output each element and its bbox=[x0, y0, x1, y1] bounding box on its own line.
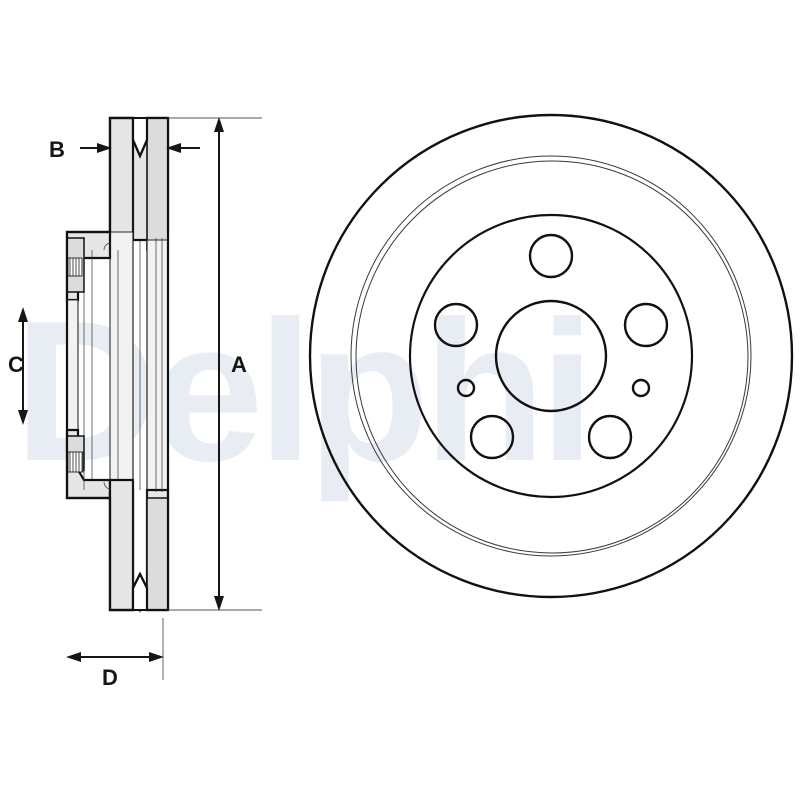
section-pin-hatch bbox=[67, 451, 84, 473]
bolt-hole bbox=[469, 414, 515, 460]
dimension-a-arrow-top bbox=[214, 117, 224, 132]
dimension-b-arrow-right bbox=[166, 143, 181, 153]
hub-flange-circle bbox=[408, 213, 694, 499]
dimension-c-arrow-top bbox=[18, 307, 28, 322]
section-upper-inboard-plate bbox=[146, 117, 169, 251]
center-bore bbox=[494, 299, 608, 413]
friction-band-outer-ring bbox=[350, 155, 752, 557]
locating-pin-hole bbox=[631, 378, 651, 398]
bolt-hole bbox=[528, 233, 574, 279]
section-lower-inner-column bbox=[146, 497, 169, 611]
section-outer-face-band bbox=[109, 231, 134, 499]
cross-section-view bbox=[65, 116, 170, 613]
locating-pin-hole bbox=[456, 378, 476, 398]
dimension-d-arrow-right bbox=[149, 652, 164, 662]
section-lower-outer-column bbox=[108, 478, 135, 612]
section-corner-radius-lower bbox=[103, 481, 112, 490]
section-corner-radius-upper bbox=[103, 242, 112, 251]
section-inner-face-band bbox=[146, 239, 169, 499]
disc-outer-edge bbox=[308, 113, 794, 599]
watermark-text: Delphi bbox=[14, 280, 589, 503]
section-pin-hatch-upper bbox=[67, 257, 83, 277]
dimension-d: D bbox=[66, 618, 164, 690]
bolt-hole bbox=[623, 302, 669, 348]
bolt-hole bbox=[433, 302, 479, 348]
section-bottom-v-notch bbox=[132, 571, 148, 611]
dimension-a-label: A bbox=[231, 352, 247, 377]
bolt-hole bbox=[587, 414, 633, 460]
dimension-b: B bbox=[49, 137, 200, 162]
dimension-c: C bbox=[8, 307, 28, 425]
section-hat-wall bbox=[66, 299, 79, 431]
dimension-c-arrow-bottom bbox=[18, 410, 28, 425]
friction-band-inner-ring bbox=[355, 160, 749, 554]
dimension-b-label: B bbox=[49, 137, 65, 162]
section-upper-outer-plate bbox=[108, 116, 135, 242]
section-outer-profile bbox=[65, 116, 170, 612]
dimension-d-arrow-left bbox=[66, 652, 81, 662]
delphi-watermark: Delphi bbox=[14, 280, 595, 503]
disc-face-view bbox=[308, 113, 794, 599]
dimension-a: A bbox=[168, 117, 262, 611]
dimension-c-label: C bbox=[8, 352, 24, 377]
dimension-a-arrow-bottom bbox=[214, 596, 224, 611]
dimension-d-label: D bbox=[102, 665, 118, 690]
dimension-b-arrow-left bbox=[97, 143, 112, 153]
